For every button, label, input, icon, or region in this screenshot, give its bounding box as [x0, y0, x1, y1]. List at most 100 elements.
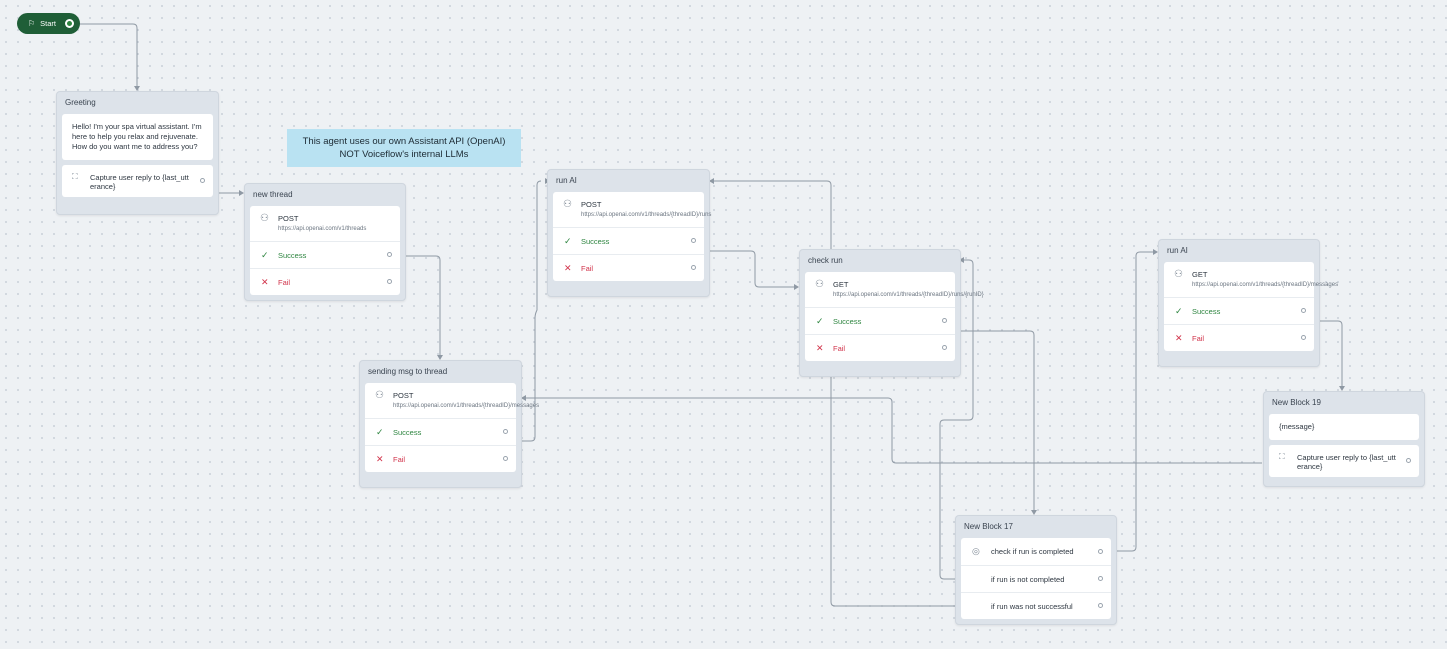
output-port[interactable] — [691, 265, 696, 270]
block-steps: {message} — [1269, 414, 1419, 440]
path-fail[interactable]: ✕ Fail — [1164, 324, 1314, 351]
output-port[interactable] — [942, 318, 947, 323]
path-label: Fail — [833, 344, 846, 353]
block-title: new thread — [253, 190, 293, 199]
api-step[interactable]: ⚇ GET https://api.openai.com/v1/threads/… — [805, 272, 984, 307]
block-new-thread[interactable]: new thread ⚇ POST https://api.openai.com… — [244, 183, 406, 301]
output-port[interactable] — [942, 345, 947, 350]
api-step[interactable]: ⚇ POST https://api.openai.com/v1/threads… — [365, 383, 539, 418]
block-new-block-17[interactable]: New Block 17 ◎ check if run is completed… — [955, 515, 1117, 625]
capture-card: ⛶ Capture user reply to {last_utt erance… — [1269, 445, 1419, 477]
block-steps: Hello! I'm your spa virtual assistant. I… — [62, 114, 213, 160]
check-icon: ✓ — [376, 427, 384, 437]
block-check-run[interactable]: check run ⚇ GET https://api.openai.com/v… — [799, 249, 984, 377]
output-port[interactable] — [1301, 335, 1306, 340]
block-title: New Block 19 — [1272, 398, 1321, 407]
flag-icon: ⚐ — [28, 19, 36, 28]
output-port[interactable] — [503, 429, 508, 434]
capture-icon: ⛶ — [1279, 452, 1285, 461]
api-step[interactable]: ⚇ POST https://api.openai.com/v1/threads… — [553, 192, 712, 227]
capture-step[interactable]: ⛶ Capture user reply to {last_utt erance… — [1269, 445, 1419, 477]
block-title: run AI — [1167, 246, 1188, 255]
api-step[interactable]: ⚇ POST https://api.openai.com/v1/threads — [250, 206, 400, 241]
condition-label: if run is not completed — [991, 575, 1065, 584]
output-port[interactable] — [1098, 603, 1103, 608]
check-icon: ✓ — [1175, 306, 1183, 316]
condition-run-not-completed[interactable]: if run is not completed — [961, 565, 1111, 592]
condition-icon: ◎ — [972, 546, 980, 556]
output-port[interactable] — [503, 456, 508, 461]
check-icon: ✓ — [564, 236, 572, 246]
note-line-1: This agent uses our own Assistant API (O… — [302, 136, 506, 147]
path-fail[interactable]: ✕ Fail — [805, 334, 955, 361]
path-success[interactable]: ✓Success — [365, 418, 516, 445]
start-port[interactable] — [65, 19, 74, 28]
output-port[interactable] — [387, 279, 392, 284]
condition-run-completed[interactable]: ◎ check if run is completed — [961, 538, 1111, 565]
path-success[interactable]: ✓Success — [250, 241, 400, 268]
path-success[interactable]: ✓Success — [805, 307, 955, 334]
path-fail[interactable]: ✕Fail — [553, 254, 704, 281]
api-step[interactable]: ⚇ GET https://api.openai.com/v1/threads/… — [1164, 262, 1338, 297]
path-label: Fail — [278, 278, 291, 287]
edge-checkrun-fail — [830, 366, 958, 607]
path-label: Success — [833, 317, 862, 326]
block-run-ai-post[interactable]: run AI ⚇ POST https://api.openai.com/v1/… — [547, 169, 712, 297]
block-run-ai-get[interactable]: run AI ⚇ GET https://api.openai.com/v1/t… — [1158, 239, 1338, 367]
output-port[interactable] — [691, 238, 696, 243]
message-step[interactable]: {message} — [1279, 422, 1315, 431]
path-label: Success — [1192, 307, 1221, 316]
block-steps: ⚇ GET https://api.openai.com/v1/threads/… — [805, 272, 984, 361]
api-url: https://api.openai.com/v1/threads — [278, 226, 367, 232]
path-fail[interactable]: ✕Fail — [365, 445, 516, 472]
path-label: Fail — [581, 264, 594, 273]
capture-label: Capture user reply to {last_utt erance} — [1297, 453, 1396, 471]
edge-start-greeting — [76, 23, 138, 88]
block-greeting[interactable]: Greeting Hello! I'm your spa virtual ass… — [56, 91, 219, 215]
block-title: Greeting — [65, 98, 96, 107]
block-title: sending msg to thread — [368, 367, 448, 376]
block-title: run AI — [556, 176, 577, 185]
block-new-block-19[interactable]: New Block 19 {message} ⛶ Capture user re… — [1263, 391, 1425, 487]
path-label: Fail — [1192, 334, 1205, 343]
output-port[interactable] — [200, 178, 205, 183]
note-sticky[interactable]: This agent uses our own Assistant API (O… — [287, 129, 521, 167]
message-step[interactable]: Hello! I'm your spa virtual assistant. I… — [72, 122, 202, 151]
condition-label: if run was not successful — [991, 602, 1073, 611]
capture-label: Capture user reply to {last_utt erance} — [90, 173, 189, 191]
path-success[interactable]: ✓ Success — [1164, 297, 1314, 324]
output-port[interactable] — [1301, 308, 1306, 313]
x-icon: ✕ — [1175, 333, 1183, 343]
edge-block17-runai2 — [1102, 251, 1155, 552]
output-port[interactable] — [387, 252, 392, 257]
start-node[interactable]: ⚐ Start — [17, 13, 80, 34]
path-label: Success — [581, 237, 610, 246]
output-port[interactable] — [1406, 458, 1411, 463]
api-method: GET — [833, 280, 849, 289]
block-steps: ⚇ GET https://api.openai.com/v1/threads/… — [1164, 262, 1338, 351]
path-success[interactable]: ✓ Success — [553, 227, 704, 254]
api-url: https://api.openai.com/v1/threads/{threa… — [581, 212, 712, 218]
path-label: Fail — [393, 455, 406, 464]
output-port[interactable] — [1098, 548, 1103, 554]
edge-checkrun-loop-runai — [712, 180, 832, 251]
api-icon: ⚇ — [260, 213, 269, 224]
path-fail[interactable]: ✕ Fail — [250, 268, 400, 295]
api-icon: ⚇ — [1174, 269, 1183, 280]
output-port[interactable] — [1098, 576, 1103, 581]
edge-block19-sending — [524, 397, 1262, 464]
note-line-2: NOT Voiceflow's internal LLMs — [339, 149, 469, 160]
capture-step[interactable]: ⛶ Capture user reply to {last_utt erance… — [62, 165, 213, 197]
block-sending-msg[interactable]: sending msg to thread ⚇ POST https://api… — [359, 360, 539, 488]
capture-icon: ⛶ — [72, 172, 78, 181]
x-icon: ✕ — [816, 343, 824, 353]
x-icon: ✕ — [261, 277, 269, 287]
condition-run-not-successful[interactable]: if run was not successful — [961, 592, 1111, 619]
capture-card: ⛶ Capture user reply to {last_utt erance… — [62, 165, 213, 197]
block-steps: ⚇ POST https://api.openai.com/v1/threads… — [250, 206, 400, 295]
block-title: check run — [808, 256, 843, 265]
edge-runai-checkrun — [697, 250, 796, 288]
block-steps: ⚇ POST https://api.openai.com/v1/threads… — [553, 192, 712, 281]
api-method: POST — [278, 214, 299, 223]
start-label: Start — [40, 19, 57, 28]
